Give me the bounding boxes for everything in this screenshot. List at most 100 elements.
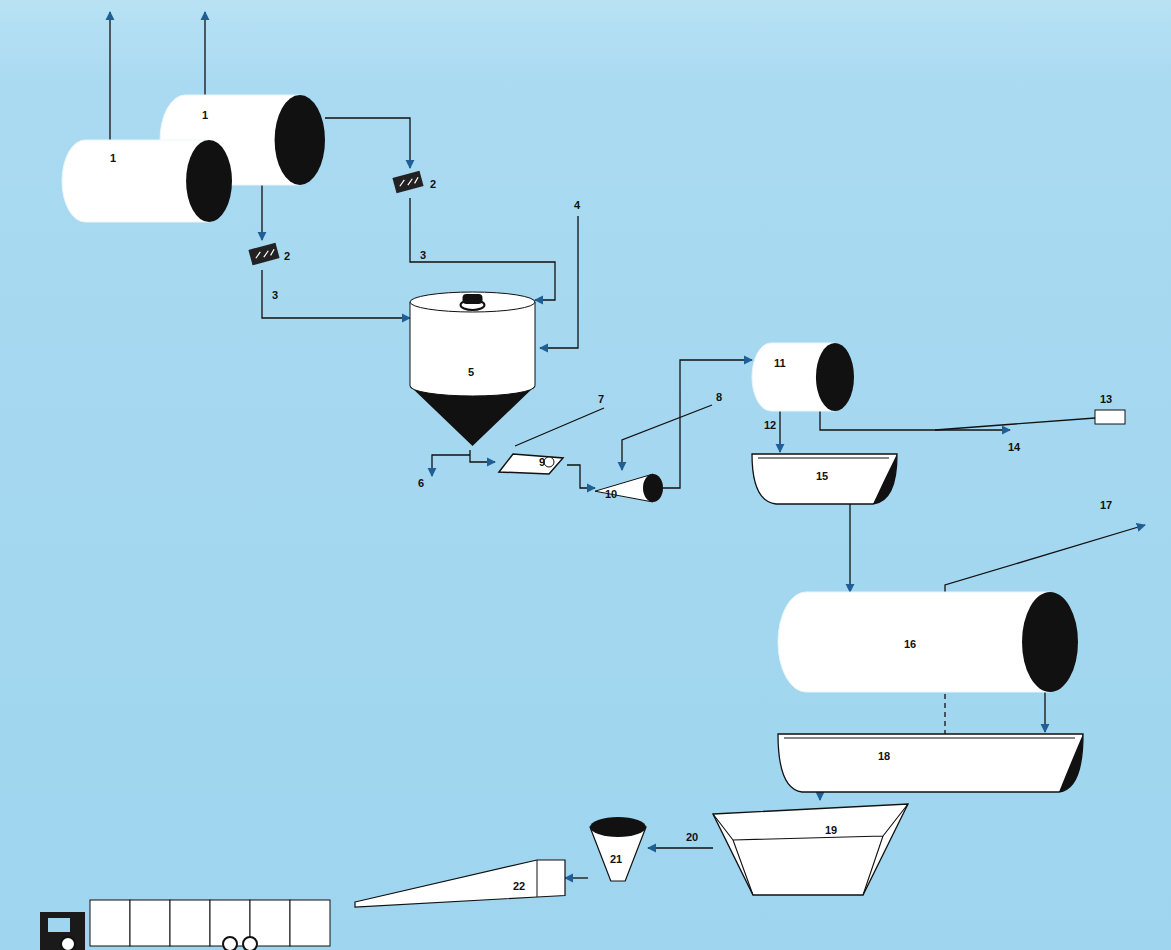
callout-number: 11 xyxy=(774,358,786,369)
truck xyxy=(40,900,330,950)
exchanger-body xyxy=(392,171,423,194)
equipment-shape xyxy=(778,592,1078,692)
equipment-exch: 2 xyxy=(248,240,294,270)
drawn-stroke xyxy=(90,900,330,946)
pump-body xyxy=(544,457,554,467)
equipment-hcyl: 11 xyxy=(752,343,854,411)
callout-number: 14 xyxy=(1008,442,1020,453)
pump-body xyxy=(499,454,563,474)
vessel-body xyxy=(778,592,1050,692)
pipe-connector xyxy=(262,270,410,318)
pipe-connector xyxy=(565,877,588,878)
callout-number: 17 xyxy=(1100,500,1112,511)
drawn-stroke xyxy=(90,900,130,946)
callout-number: 21 xyxy=(610,854,622,865)
drawn-stroke xyxy=(109,12,110,140)
drawn-stroke xyxy=(223,937,237,950)
pipe-connector xyxy=(663,360,752,488)
conveyor-edge xyxy=(537,860,538,897)
equipment-shape xyxy=(778,732,1083,792)
tank-cone xyxy=(410,386,535,446)
pipe-connector xyxy=(1044,692,1045,732)
equipment-trough: 15 xyxy=(752,452,897,504)
pipe-connector xyxy=(410,198,555,300)
equipment-shape xyxy=(355,858,565,908)
funnel-top xyxy=(590,817,646,837)
pipe-connector xyxy=(849,504,850,592)
tank-body xyxy=(410,302,535,396)
equipment-shape xyxy=(495,450,567,476)
callout-number: 15 xyxy=(816,471,828,482)
equipment-hcyl: 1 xyxy=(62,140,232,222)
exchanger-mark xyxy=(255,248,276,259)
pipe-connector xyxy=(325,118,410,168)
equipment-hopper: 19 xyxy=(713,800,908,895)
callout-number: 20 xyxy=(686,832,698,843)
vessel-end xyxy=(186,140,232,222)
callout-number: 2 xyxy=(430,179,436,190)
cyclone-end xyxy=(643,474,663,502)
callout-number: 2 xyxy=(284,251,290,262)
callout-number: 22 xyxy=(513,881,525,892)
equipment-shape xyxy=(752,343,854,411)
trough-body xyxy=(778,734,1083,792)
exchanger-body xyxy=(248,243,279,266)
pipe-connector xyxy=(648,847,713,848)
drawn-stroke xyxy=(61,937,75,950)
callout-number: 3 xyxy=(420,250,426,261)
equipment-hcyl: 16 xyxy=(778,592,1078,692)
drawn-stroke xyxy=(40,912,85,950)
tank-top xyxy=(410,292,535,312)
hopper-edge xyxy=(713,804,908,895)
drawn-stroke xyxy=(945,525,1145,598)
tank-lid xyxy=(463,294,483,304)
callout-number: 4 xyxy=(574,200,580,211)
equipment-tank: 5 xyxy=(410,290,535,450)
trough-rim xyxy=(784,738,1075,739)
callout-number: 10 xyxy=(605,489,617,500)
equipment-trough: 18 xyxy=(778,732,1083,792)
equipment-shape xyxy=(62,140,232,222)
callout-number: 1 xyxy=(202,110,208,121)
drawn-stroke xyxy=(48,918,70,932)
vessel-end xyxy=(275,95,325,185)
callout-number: 9 xyxy=(539,457,545,468)
drawn-stroke xyxy=(170,900,210,946)
drawn-stroke xyxy=(204,12,205,95)
conveyor-body xyxy=(355,860,565,907)
drawn-stroke xyxy=(540,216,578,348)
vessel-end xyxy=(1022,592,1078,692)
equipment-device: 9 xyxy=(495,450,567,476)
equipment-exch: 2 xyxy=(392,168,440,198)
drawn-stroke xyxy=(622,405,712,470)
drawn-stroke xyxy=(61,937,257,950)
drawn-stroke xyxy=(130,900,170,946)
hopper-body xyxy=(713,804,908,895)
pipe-connector xyxy=(779,411,780,452)
callout-number: 8 xyxy=(716,392,722,403)
trough-end xyxy=(1059,734,1083,792)
callout-number: 1 xyxy=(110,153,116,164)
callout-number: 7 xyxy=(598,394,604,405)
vessel-end xyxy=(816,343,854,411)
instrument-box xyxy=(1095,410,1125,424)
callout-number: 12 xyxy=(764,420,776,431)
feed-line xyxy=(432,216,1145,735)
trough-rim xyxy=(758,458,889,459)
callout-number: 19 xyxy=(825,825,837,836)
drawn-stroke xyxy=(432,455,470,476)
trough-body xyxy=(752,454,897,504)
equipment-cyclone: 10 xyxy=(595,472,663,504)
callout-number: 18 xyxy=(878,751,890,762)
pipe-connector xyxy=(567,465,595,488)
equipment-ramp: 22 xyxy=(355,858,565,908)
callout-number: 5 xyxy=(468,367,474,378)
callout-number: 3 xyxy=(272,290,278,301)
callout-number: 13 xyxy=(1100,394,1112,405)
callout-number: 16 xyxy=(904,639,916,650)
drawn-stroke xyxy=(515,408,604,446)
equipment-shape xyxy=(588,815,648,883)
exchanger-mark xyxy=(399,176,420,187)
equipment-shape xyxy=(713,800,908,895)
callout-number: 6 xyxy=(418,478,424,489)
